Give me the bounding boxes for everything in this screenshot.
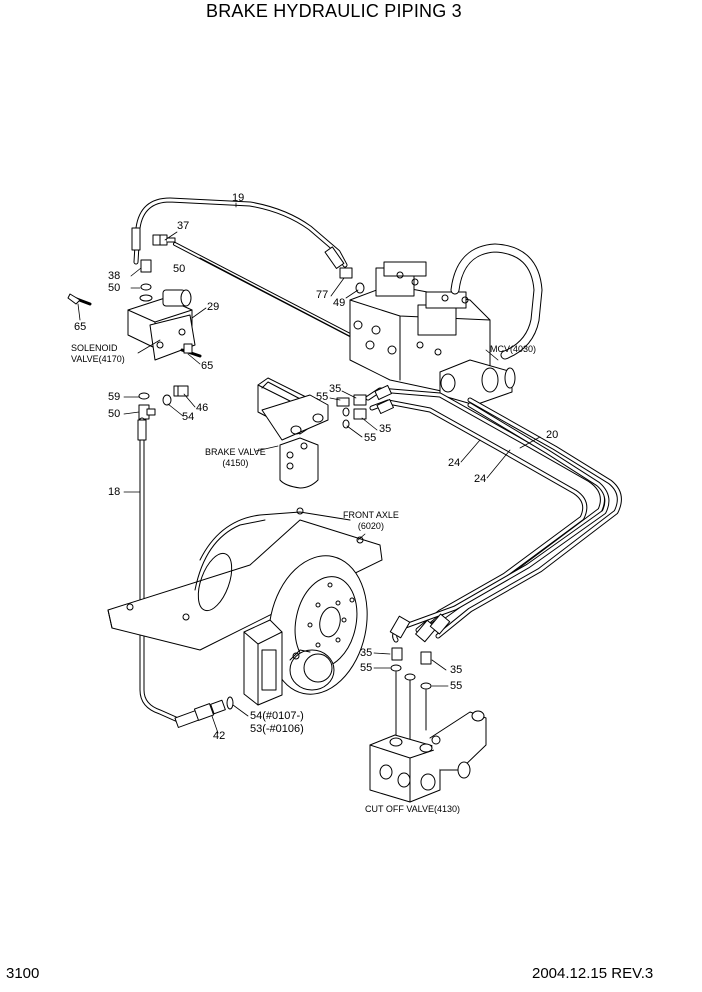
callout-19: 19: [232, 192, 245, 204]
callout-29: 29: [207, 301, 220, 313]
page-number: 3100: [6, 965, 40, 982]
label-brake-line1: BRAKE VALVE: [205, 447, 266, 457]
brake-valve: [257, 377, 329, 489]
fittings-59-50: [138, 392, 156, 420]
callout-35-cutoff-a: 35: [360, 647, 373, 659]
label-cut-off-valve: CUT OFF VALVE(4130): [365, 804, 461, 814]
hoses-20-24: [365, 384, 622, 643]
fitting-37: [152, 234, 176, 246]
label-solenoid-valve: SOLENOID VALVE(4170): [71, 343, 125, 365]
callout-65-left: 65: [74, 321, 87, 333]
callout-35-brake-b: 35: [379, 423, 392, 435]
fitting-46-54: [162, 385, 189, 406]
callout-50-top: 50: [173, 263, 186, 275]
front-axle: [107, 507, 383, 706]
brake-valve-fittings: [336, 394, 367, 429]
callout-37: 37: [177, 220, 190, 232]
callout-35-cutoff-b: 35: [450, 664, 463, 676]
callout-50-upper: 50: [108, 282, 121, 294]
callout-35-brake-a: 35: [329, 383, 342, 395]
label-solenoid-line2: VALVE(4170): [71, 354, 125, 364]
callout-20: 20: [546, 429, 559, 441]
callout-18: 18: [108, 486, 121, 498]
callout-54-upper: 54: [182, 411, 195, 423]
cut-off-valve: [369, 710, 487, 803]
hose-19: [131, 197, 348, 269]
solenoid-valve: [127, 259, 196, 361]
label-brake-valve: BRAKE VALVE (4150): [205, 447, 266, 469]
callout-59: 59: [108, 391, 121, 403]
mcv-valve: [349, 243, 543, 406]
bolt-65-right: [180, 343, 202, 358]
label-axle-line1: FRONT AXLE: [343, 510, 399, 520]
callout-38: 38: [108, 270, 121, 282]
callout-24-a: 24: [448, 457, 461, 469]
callout-55-cutoff-a: 55: [360, 662, 373, 674]
callout-49: 49: [333, 297, 346, 309]
page-title: BRAKE HYDRAULIC PIPING 3: [206, 1, 462, 21]
label-mcv: MCV(4030): [490, 344, 537, 354]
callout-55-brake-b: 55: [364, 432, 377, 444]
fittings-77-49: [339, 267, 365, 294]
bolt-65-left: [67, 293, 92, 306]
callout-24-b: 24: [474, 473, 487, 485]
callout-55-cutoff-b: 55: [450, 680, 463, 692]
callout-42: 42: [213, 730, 226, 742]
callout-55-brake-a: 55: [316, 391, 329, 403]
callout-46: 46: [196, 402, 209, 414]
callout-50-lower: 50: [108, 408, 121, 420]
date-revision: 2004.12.15 REV.3: [532, 965, 654, 982]
label-axle-line2: (6020): [357, 521, 384, 531]
callout-53-serial: 53(-#0106): [250, 723, 304, 735]
cut-off-fittings: [390, 647, 432, 743]
label-solenoid-line1: SOLENOID: [71, 343, 118, 353]
label-front-axle: FRONT AXLE (6020): [343, 510, 399, 532]
callout-77: 77: [316, 289, 329, 301]
callout-65-right: 65: [201, 360, 214, 372]
leader-lines: [77, 202, 541, 734]
callout-54-serial: 54(#0107-): [250, 710, 304, 722]
label-brake-line2: (4150): [222, 458, 249, 468]
hose-18: [137, 417, 234, 728]
